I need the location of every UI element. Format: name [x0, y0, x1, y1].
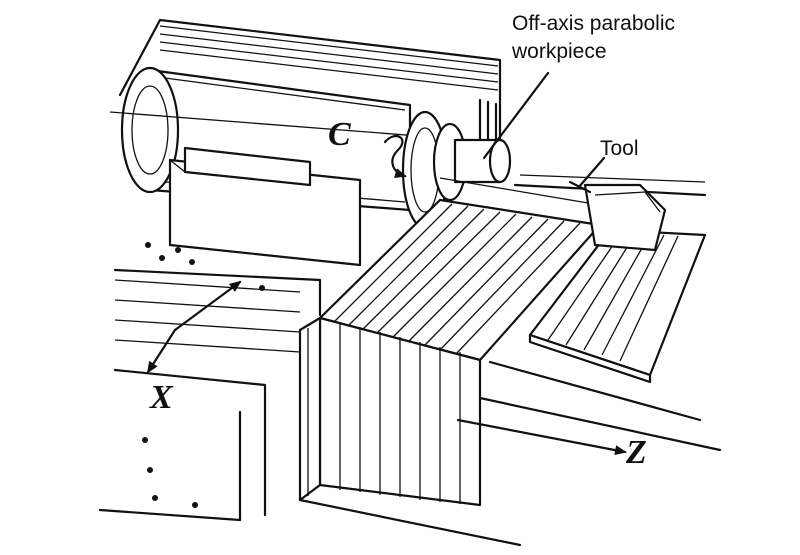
z-axis-label: Z — [625, 434, 647, 471]
x-axis-arrow — [146, 280, 242, 374]
workpiece-label-line1: Off-axis parabolic — [512, 12, 675, 35]
c-axis-rotation-arrow — [383, 135, 407, 178]
tool-label: Tool — [600, 137, 639, 160]
c-axis-label: C — [328, 116, 351, 153]
z-axis-arrow — [456, 418, 627, 456]
x-axis-label: X — [149, 379, 174, 416]
workpiece-leader-line — [482, 71, 550, 160]
tool-slide — [478, 228, 722, 452]
bellows-cover — [298, 198, 602, 547]
workpiece — [439, 138, 601, 206]
workpiece-label-line2: workpiece — [511, 40, 607, 63]
carriage-block — [168, 146, 362, 267]
tool-leader-line — [576, 156, 606, 190]
main-bed — [98, 242, 322, 522]
